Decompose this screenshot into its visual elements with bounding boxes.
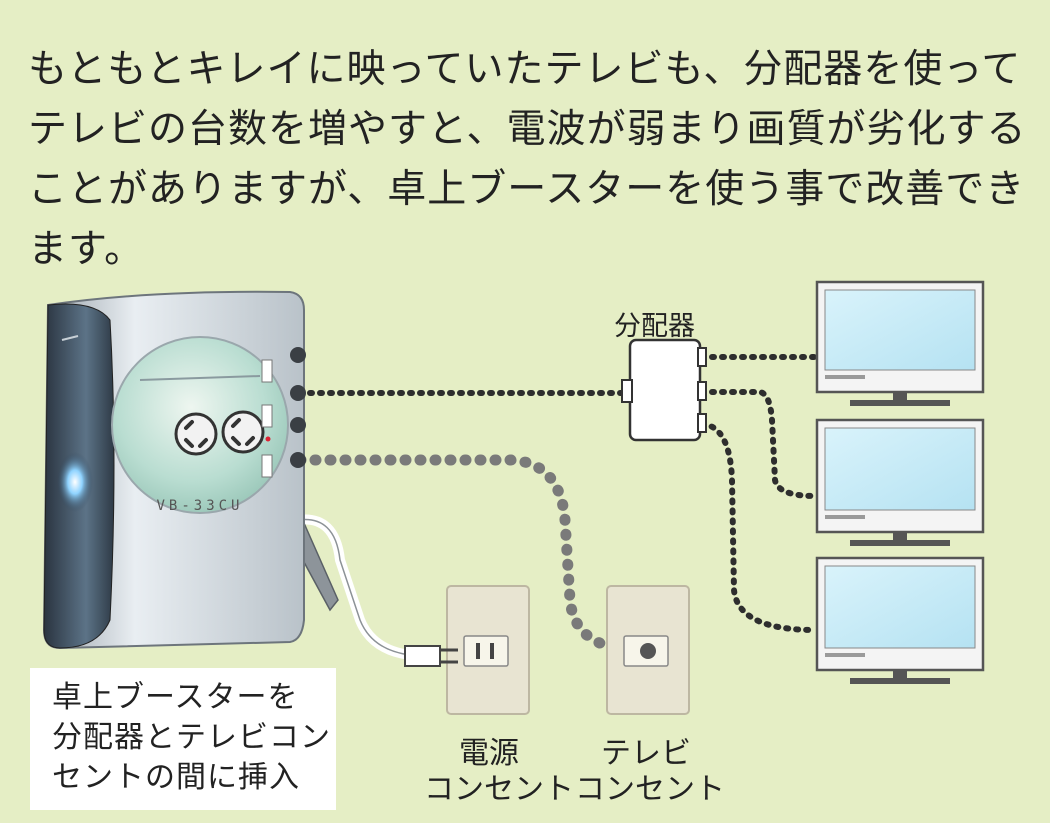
splitter-device — [621, 338, 707, 442]
booster-device: VB-33CU — [42, 290, 339, 650]
power-plug-icon — [404, 645, 458, 667]
headline-text: もともとキレイに映っていたテレビも、分配器を使ってテレビの台数を増やすと、電波が… — [28, 47, 1027, 272]
tv-2 — [815, 418, 985, 546]
splitter-to-tv2-cable — [699, 389, 818, 499]
power-outlet-plate — [446, 585, 530, 715]
power-outlet-label-line1: 電源 — [459, 736, 519, 771]
booster-connector-icons — [290, 347, 306, 468]
tv-3 — [815, 556, 985, 684]
power-led-icon — [57, 452, 93, 512]
power-cord — [293, 514, 415, 660]
booster-outlet-left-icon — [174, 412, 218, 456]
power-outlet-label: 電源 コンセント — [424, 736, 574, 808]
status-dot-icon — [265, 436, 271, 442]
caption-box: 卓上ブースターを 分配器とテレビコン セントの間に挿入 — [30, 668, 336, 810]
booster-model-label: VB-33CU — [156, 498, 243, 514]
splitter-label: 分配器 — [614, 311, 695, 342]
tv-outlet-label-line1: テレビ — [601, 736, 691, 771]
caption-line: セントの間に挿入 — [52, 760, 300, 795]
tv-outlet-to-booster-cable — [294, 454, 646, 656]
booster-outlet-right-icon — [221, 410, 265, 454]
cables — [293, 354, 818, 660]
tv-outlet-label: テレビ コンセント — [575, 736, 725, 808]
power-outlet-label-line2: コンセント — [424, 772, 574, 807]
splitter-to-tv3-cable — [699, 421, 818, 633]
tv-outlet-label-line2: コンセント — [575, 772, 725, 807]
caption-line: 卓上ブースターを — [52, 680, 299, 715]
tv-1 — [815, 280, 985, 406]
tv-outlet-plate — [606, 585, 690, 715]
caption-line: 分配器とテレビコン — [52, 720, 331, 755]
